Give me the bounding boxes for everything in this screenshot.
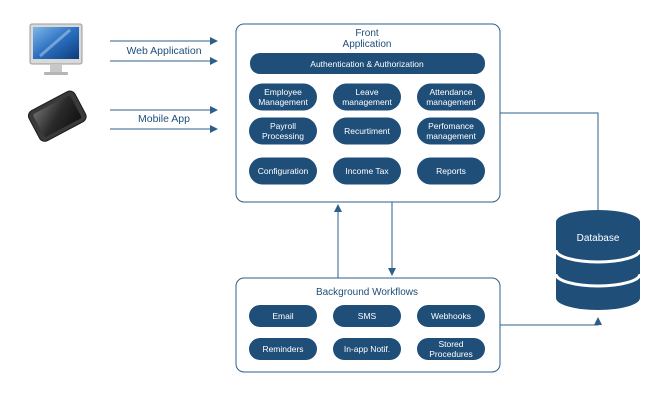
database-icon: Database (554, 210, 642, 310)
front-module: Configuration (249, 157, 317, 185)
database-label: Database (577, 233, 620, 244)
background-item: SMS (333, 305, 401, 327)
front-module-label-1: Recurtiment (344, 126, 390, 136)
auth-bar: Authentication & Authorization (250, 53, 485, 74)
front-module: Income Tax (333, 157, 401, 185)
mobile-app-connector: Mobile App (110, 106, 218, 133)
front-module: Reports (417, 157, 485, 185)
front-module-label-2: Processing (262, 131, 304, 141)
front-module-label-2: management (426, 97, 476, 107)
front-module-label-1: Employee (264, 87, 302, 97)
background-item-label-1: Email (272, 311, 293, 321)
front-title-line2: Application (343, 39, 392, 50)
background-item: Email (249, 305, 317, 327)
background-item-label-1: SMS (358, 311, 377, 321)
front-module-label-1: Reports (436, 166, 466, 176)
front-module-label-2: Management (258, 97, 308, 107)
front-module: Recurtiment (333, 117, 401, 145)
auth-label: Authentication & Authorization (310, 59, 424, 69)
background-item-label-1: Reminders (262, 344, 303, 354)
background-item: In-app Notif. (333, 338, 401, 360)
web-application-connector: Web Application (110, 37, 218, 65)
background-item-label-1: Stored (438, 339, 463, 349)
web-application-label: Web Application (126, 45, 201, 57)
front-module-label-1: Configuration (258, 166, 309, 176)
background-item: Webhooks (417, 305, 485, 327)
front-module-label-1: Income Tax (345, 166, 389, 176)
front-module-label-1: Attendance (429, 87, 472, 97)
front-module-label-1: Perfomance (428, 121, 474, 131)
database-connectors (500, 112, 602, 326)
front-module-label-2: management (426, 131, 476, 141)
front-module-label-1: Leave (355, 87, 378, 97)
front-title-line1: Front (355, 28, 379, 39)
background-item-label-1: Webhooks (431, 311, 471, 321)
mobile-app-label: Mobile App (138, 113, 190, 125)
front-modules: EmployeeManagementLeavemanagementAttenda… (249, 83, 485, 185)
background-title: Background Workflows (316, 287, 418, 298)
desktop-monitor-icon (29, 23, 83, 75)
workflow-connectors (334, 202, 396, 278)
background-item-label-2: Procedures (429, 349, 472, 359)
background-item: Reminders (249, 338, 317, 360)
front-module-label-2: management (342, 97, 392, 107)
front-module-label-1: Payroll (270, 121, 296, 131)
background-item-label-1: In-app Notif. (344, 344, 390, 354)
mobile-phone-icon (27, 90, 87, 142)
